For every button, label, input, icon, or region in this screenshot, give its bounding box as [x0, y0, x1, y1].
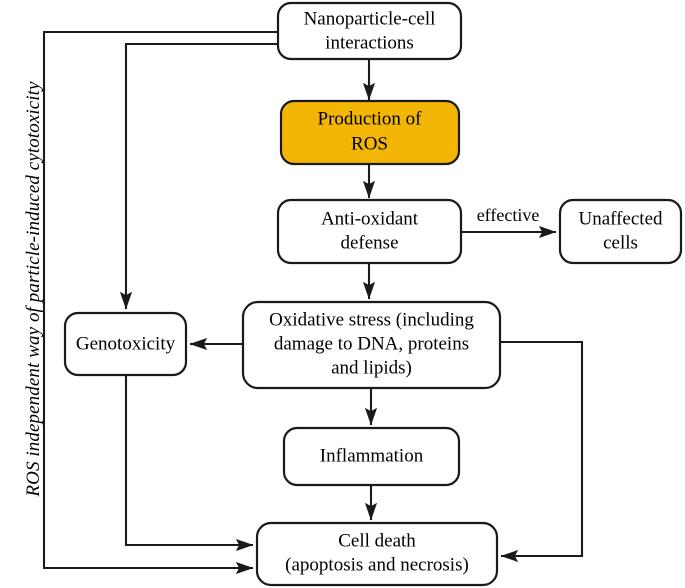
node-nanoparticle-box: [276, 1, 463, 61]
node-nanoparticle-label-line2: interactions: [325, 32, 414, 53]
node-oxidative-label-line1: Oxidative stress (including: [269, 309, 474, 330]
node-celldeath-label-line2: (apoptosis and necrosis): [285, 554, 469, 575]
node-antioxidant-label-line1: Anti-oxidant: [321, 208, 419, 229]
node-ros-label-line1: Production of: [318, 108, 423, 129]
node-celldeath-label-line1: Cell death: [338, 530, 416, 551]
node-unaffected-cells[interactable]: Unaffected cells: [558, 198, 683, 265]
node-production-of-ros[interactable]: Production of ROS: [279, 99, 461, 166]
node-genotoxicity[interactable]: Genotoxicity: [63, 311, 188, 377]
node-unaffected-box: [558, 198, 683, 265]
node-ros-label-line2: ROS: [351, 133, 388, 154]
node-nanoparticle-label-line1: Nanoparticle-cell: [304, 8, 436, 29]
node-antioxidant-label-line2: defense: [340, 232, 398, 253]
node-genotoxicity-label: Genotoxicity: [76, 333, 176, 354]
node-celldeath-box: [255, 521, 499, 587]
edge-nanoparticle-to-celldeath: [42, 30, 278, 575]
node-antioxidant-box: [276, 198, 463, 265]
node-oxidative-box: [241, 300, 502, 390]
node-nanoparticle-cell-interactions[interactable]: Nanoparticle-cell interactions: [276, 1, 463, 61]
node-inflammation-box: [282, 426, 461, 487]
edge-oxidative-to-celldeath: [500, 340, 584, 563]
edge-nanoparticle-to-genotoxicity: [119, 42, 278, 310]
node-unaffected-label-line2: cells: [603, 232, 638, 253]
edge-label-effective: effective: [477, 205, 540, 225]
node-oxidative-label-line2: damage to DNA, proteins: [274, 333, 469, 354]
node-ros-box: [279, 99, 461, 166]
node-oxidative-stress[interactable]: Oxidative stress (including damage to DN…: [241, 300, 502, 390]
node-genotoxicity-box: [63, 311, 188, 377]
node-inflammation[interactable]: Inflammation: [282, 426, 461, 487]
node-cell-death[interactable]: Cell death (apoptosis and necrosis): [255, 521, 499, 587]
edge-genotoxicity-to-celldeath: [124, 375, 254, 552]
node-anti-oxidant-defense[interactable]: Anti-oxidant defense: [276, 198, 463, 265]
node-oxidative-label-line3: and lipids): [331, 357, 412, 378]
node-inflammation-label: Inflammation: [320, 445, 424, 466]
node-unaffected-label-line1: Unaffected: [578, 208, 663, 229]
